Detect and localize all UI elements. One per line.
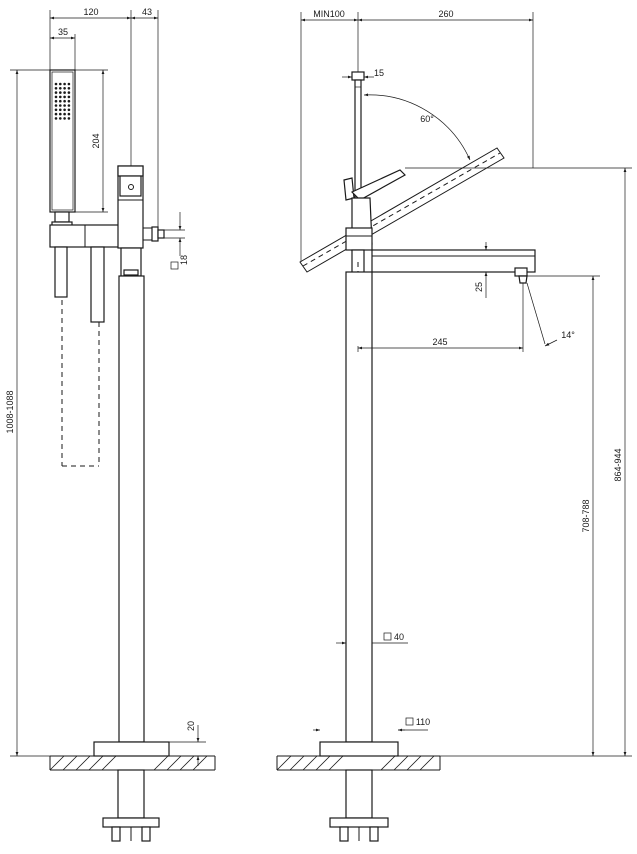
mixer-lever-open xyxy=(299,147,505,273)
nozzle-dot xyxy=(63,108,66,112)
mixer-column xyxy=(117,165,145,743)
dim-15: 15 xyxy=(374,68,384,78)
hatch-line xyxy=(153,755,169,771)
nozzle-dot xyxy=(54,82,58,86)
nozzle-dot xyxy=(67,112,71,116)
nozzle-dot xyxy=(59,87,62,90)
dim-18: 18 xyxy=(179,255,189,265)
dim-120: 120 xyxy=(83,7,98,17)
hatch-line xyxy=(75,755,91,771)
hatch-line xyxy=(419,755,435,771)
dim-25: 25 xyxy=(474,282,484,292)
hatch-line xyxy=(179,755,195,771)
hatch-line xyxy=(406,755,422,771)
hatch-line xyxy=(380,755,396,771)
dim-43: 43 xyxy=(142,7,152,17)
shower-cradle xyxy=(90,246,105,323)
hatch-line xyxy=(328,755,344,771)
nozzle-dot xyxy=(59,95,62,99)
square-section-icon xyxy=(405,717,414,726)
nozzle-dot xyxy=(59,112,62,116)
hatch-line xyxy=(88,755,104,771)
dim-20: 20 xyxy=(186,721,196,731)
nozzle-dot xyxy=(59,104,62,107)
nozzle-dot xyxy=(54,112,58,116)
nozzle-dot xyxy=(54,104,58,107)
mixer-body xyxy=(345,197,373,251)
nozzle-dot xyxy=(63,99,66,103)
hatch-line xyxy=(289,755,305,771)
nozzle-dot xyxy=(54,87,58,90)
dim-204: 204 xyxy=(91,133,101,148)
dim-260: 260 xyxy=(438,9,453,19)
nozzle-dot xyxy=(59,108,62,112)
hatch-line xyxy=(62,755,78,771)
hatch-line xyxy=(49,755,65,771)
nozzle-dot xyxy=(54,108,58,112)
nozzle-dot xyxy=(63,87,66,90)
right-view: MIN100 260 15 60° 864-944 25 708-788 245… xyxy=(276,9,632,842)
hatch-line xyxy=(101,755,117,771)
floor-hatch-right xyxy=(276,755,441,771)
nozzle-dot xyxy=(63,104,66,107)
nozzle-dot xyxy=(67,117,71,120)
nozzle-dot xyxy=(59,117,62,120)
dim-40: 40 xyxy=(394,632,404,642)
dim-min100: MIN100 xyxy=(313,9,345,19)
dim-60-degrees: 60° xyxy=(420,114,434,124)
hand-shower-handle xyxy=(54,246,68,298)
square-section-icon xyxy=(383,632,392,641)
hatch-line xyxy=(276,755,292,771)
nozzle-dot xyxy=(63,117,66,120)
square-section-icon xyxy=(170,261,179,270)
dim-1008-1088: 1008-1088 xyxy=(5,390,15,433)
under-floor-fixing-side xyxy=(329,769,389,842)
nozzle-dot xyxy=(63,82,66,86)
floor-hatch-left xyxy=(49,755,216,771)
dim-708-788: 708-788 xyxy=(581,499,591,532)
nozzle-dot xyxy=(67,87,71,90)
spray-nozzles xyxy=(54,82,71,120)
shower-hose xyxy=(61,300,100,467)
nozzle-dot xyxy=(54,95,58,99)
left-view: 120 43 35 204 1008-1088 18 20 xyxy=(5,7,216,842)
nozzle-dot xyxy=(67,99,71,103)
dim-110: 110 xyxy=(416,717,430,727)
nozzle-dot xyxy=(67,108,71,112)
dim-14-degrees: 14° xyxy=(561,330,575,340)
hand-shower-head xyxy=(49,69,76,213)
side-connector xyxy=(143,226,165,242)
mixer-lever-closed xyxy=(343,169,406,201)
nozzle-dot xyxy=(54,91,58,94)
nozzle-dot xyxy=(63,95,66,99)
nozzle-dot xyxy=(67,82,71,86)
dim-245: 245 xyxy=(432,337,447,347)
nozzle-dot xyxy=(54,117,58,120)
hatch-line xyxy=(302,755,318,771)
base-plate-side xyxy=(319,741,399,757)
hatch-line xyxy=(315,755,331,771)
dim-35: 35 xyxy=(58,27,68,37)
nozzle-dot xyxy=(54,99,58,103)
dim-864-944: 864-944 xyxy=(613,448,623,481)
hatch-line xyxy=(393,755,409,771)
nozzle-dot xyxy=(59,82,62,86)
nozzle-dot xyxy=(63,112,66,116)
hatch-line xyxy=(166,755,182,771)
hatch-line xyxy=(192,755,208,771)
nozzle-dot xyxy=(67,91,71,94)
nozzle-dot xyxy=(63,91,66,94)
mixer-column-side xyxy=(345,271,373,743)
base-plate xyxy=(93,741,170,757)
nozzle-dot xyxy=(59,91,62,94)
nozzle-dot xyxy=(59,99,62,103)
nozzle-dot xyxy=(67,104,71,107)
spout xyxy=(371,249,536,284)
nozzle-dot xyxy=(67,95,71,99)
under-floor-fixing xyxy=(102,769,160,842)
